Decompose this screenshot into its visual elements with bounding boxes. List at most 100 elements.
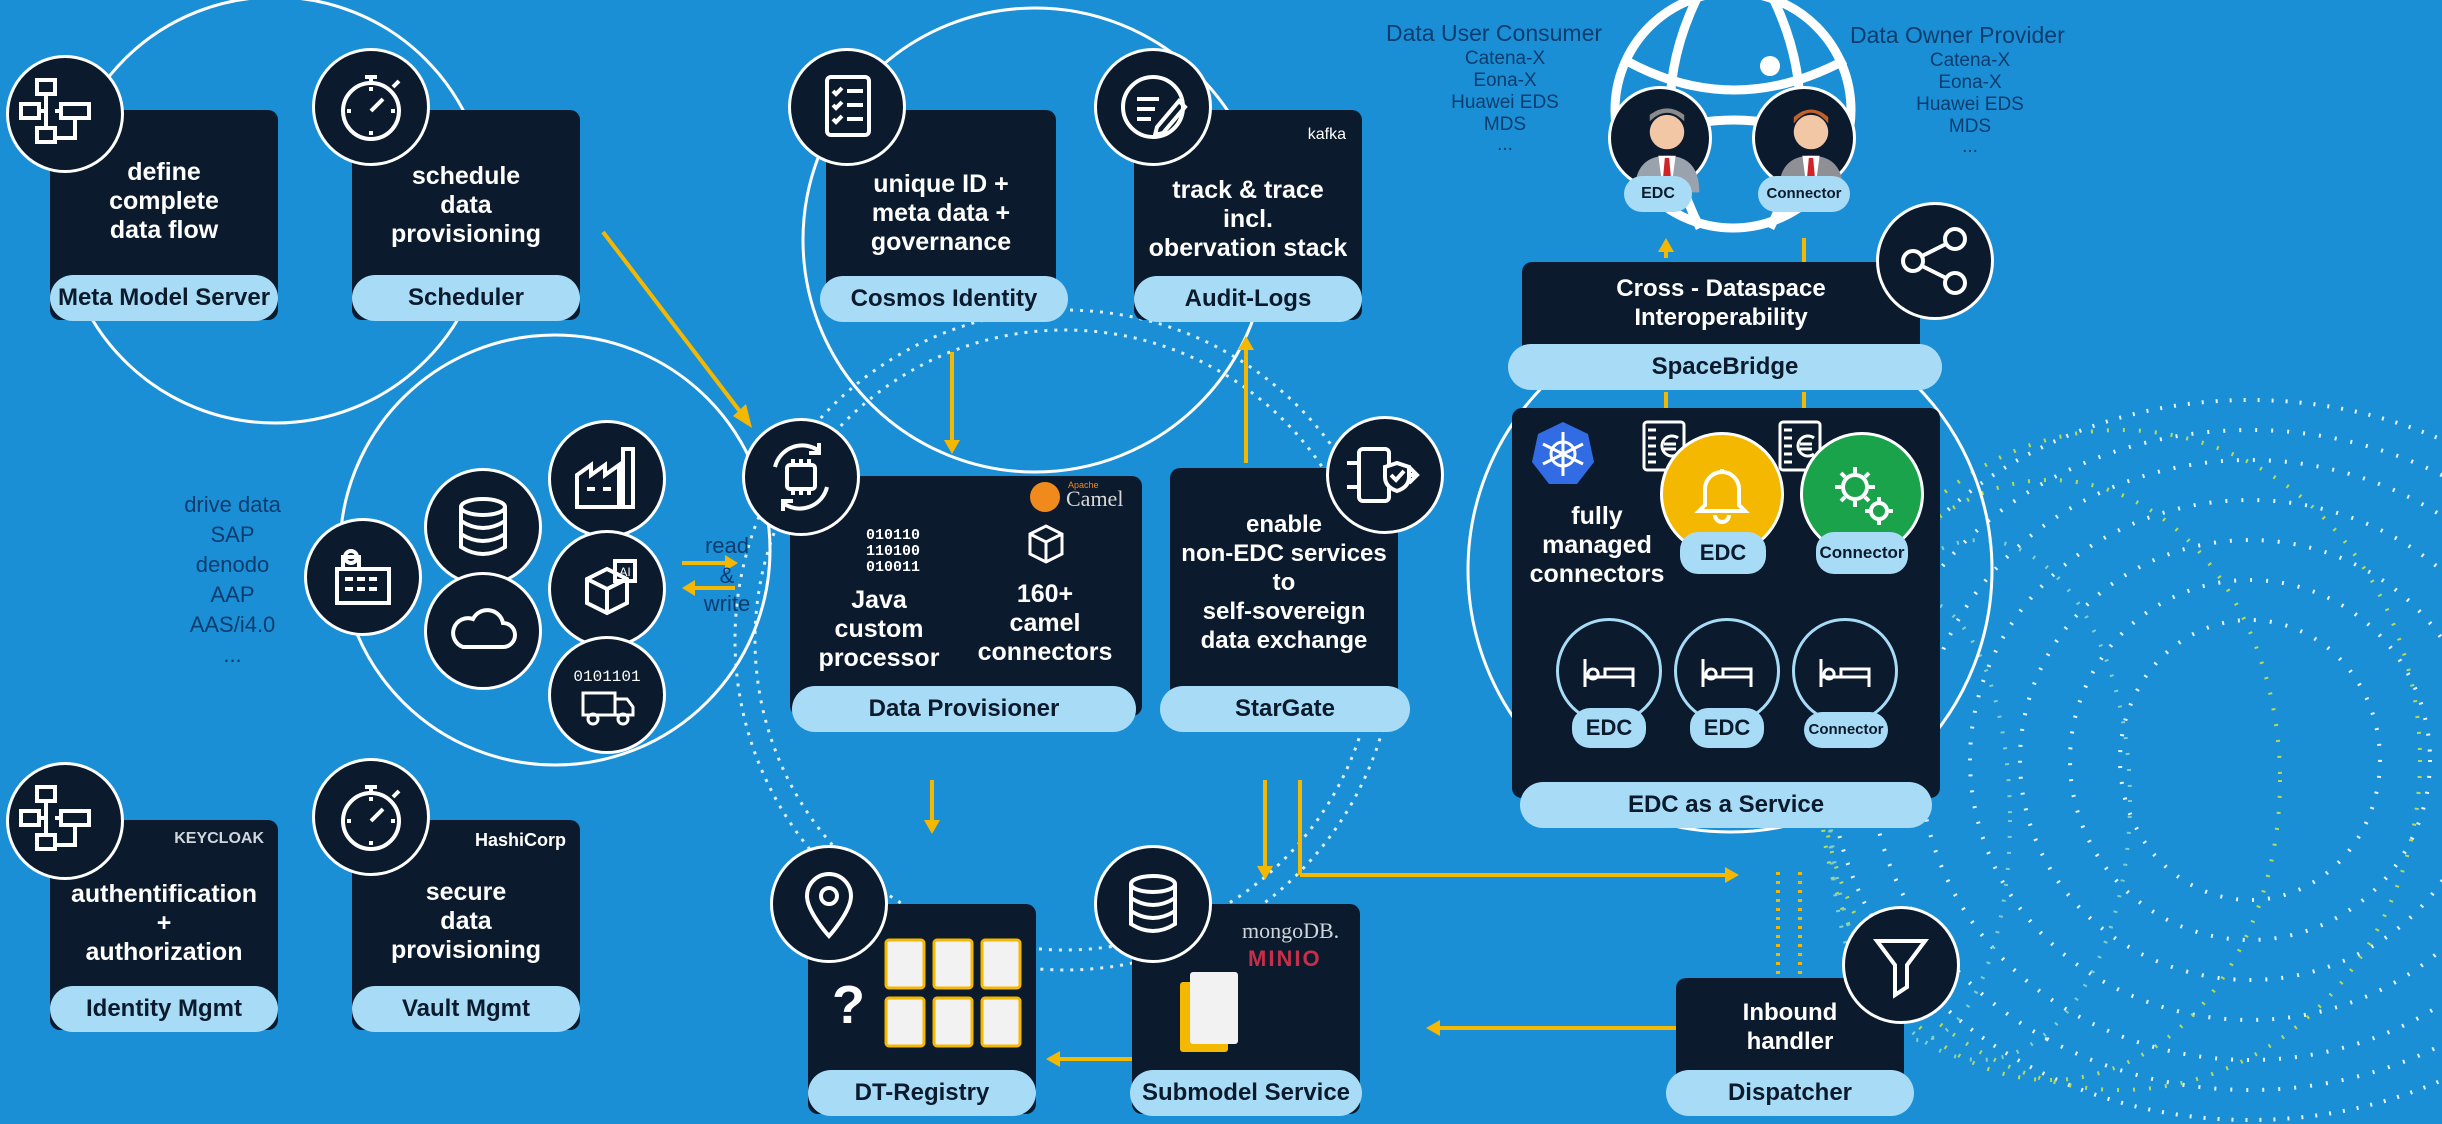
cosmos-text-1: unique ID + [873, 170, 1009, 198]
and-label: & [719, 563, 735, 588]
building-icon [304, 518, 422, 636]
mongodb-logo: mongoDB. [1242, 918, 1340, 943]
dt-registry-label[interactable]: DT-Registry [808, 1070, 1036, 1116]
share-icon [1876, 202, 1994, 320]
documents-stack-icon [1180, 972, 1238, 1052]
identity-text-2: + [156, 909, 172, 937]
owner-item-5: ... [1962, 136, 1978, 157]
flowchart-icon-2 [6, 762, 124, 880]
edit-note-icon [1094, 48, 1212, 166]
stargate-text-2: non-EDC services [1181, 540, 1387, 567]
scheduler-text-2: data [440, 191, 492, 219]
identity-text-3: authorization [85, 938, 243, 966]
spacebridge-text-2: Interoperability [1634, 304, 1808, 331]
vault-text-1: secure [425, 878, 507, 906]
drive-more: ... [223, 642, 242, 667]
java-text-2: custom [834, 615, 924, 643]
question-mark: ? [832, 975, 865, 1035]
dispatcher-label[interactable]: Dispatcher [1666, 1070, 1914, 1116]
stopwatch-icon-2 [312, 758, 430, 876]
consumer-item-5: ... [1497, 134, 1513, 155]
connector-badge-main: Connector [1816, 532, 1908, 574]
svg-text:AI: AI [619, 565, 630, 579]
provider-person-icon [1752, 86, 1856, 193]
stargate-text-4: self-sovereign [1202, 598, 1366, 625]
fully-managed-text-1: fully [1571, 502, 1623, 530]
database-icon [424, 468, 542, 586]
owner-item-1: Catena-X [1929, 50, 2011, 71]
drive-sap: SAP [210, 522, 255, 547]
edc-as-a-service-label[interactable]: EDC as a Service [1520, 782, 1932, 828]
stargate-text-5: data exchange [1200, 627, 1368, 654]
meta-model-text-3: data flow [109, 216, 219, 244]
dotted-globe [1818, 398, 2442, 1122]
bed-node-1 [1556, 618, 1662, 724]
drive-aap: AAP [210, 582, 255, 607]
stargate-label[interactable]: StarGate [1160, 686, 1410, 732]
consumer-item-1: Catena-X [1464, 48, 1546, 69]
dispatcher-text-1: Inbound [1742, 999, 1838, 1026]
read-label: read [704, 533, 750, 558]
camel-text-2: camel [1009, 609, 1081, 637]
kafka-logo: kafka [1307, 126, 1346, 143]
drive-aas: AAS/i4.0 [189, 612, 276, 637]
vault-mgmt-label[interactable]: Vault Mgmt [352, 986, 580, 1032]
owner-item-3: Huawei EDS [1916, 94, 2024, 115]
document-grid-icon [884, 938, 1022, 1048]
consumer-item-3: Huawei EDS [1451, 92, 1559, 113]
stargate-text-3: to [1272, 569, 1296, 596]
euro-contract-icon-2 [1776, 418, 1824, 474]
audit-text-3: obervation stack [1148, 234, 1348, 262]
camel-text-1: 160+ [1016, 580, 1074, 608]
stopwatch-icon [312, 48, 430, 166]
bed-node-3 [1792, 618, 1898, 724]
camel-text-3: connectors [977, 638, 1113, 666]
data-provisioner-label[interactable]: Data Provisioner [792, 686, 1136, 732]
audit-text-2: incl. [1222, 205, 1273, 233]
shield-network-icon [1326, 416, 1444, 534]
cloud-icon [424, 572, 542, 690]
cosmos-identity-label[interactable]: Cosmos Identity [820, 276, 1068, 322]
drive-data-label: drive data [184, 492, 281, 517]
bed-node-2 [1674, 618, 1780, 724]
edc-badge-3: EDC [1690, 708, 1764, 748]
binary-text-2: 110100 [866, 543, 921, 560]
identity-mgmt-label[interactable]: Identity Mgmt [50, 986, 278, 1032]
java-text-3: processor [818, 644, 940, 672]
filter-icon [1842, 906, 1960, 1024]
fully-managed-text-3: connectors [1529, 560, 1665, 588]
cosmos-text-3: governance [870, 228, 1012, 256]
database-icon-2 [1094, 845, 1212, 963]
edc-badge-main: EDC [1680, 532, 1766, 574]
audit-text-1: track & trace [1172, 176, 1324, 204]
factory-icon [548, 420, 666, 538]
data-user-consumer-title: Data User Consumer [1386, 20, 1603, 46]
connector-badge-3: Connector [1804, 712, 1888, 748]
cosmos-text-2: meta data + [871, 199, 1011, 227]
consumer-edc-badge: EDC [1624, 176, 1692, 212]
kubernetes-icon [1530, 420, 1596, 486]
location-pin-icon [770, 845, 888, 963]
binary-text-1: 010110 [866, 527, 921, 544]
flow-arrows [601, 230, 1812, 1067]
drive-denodo: denodo [195, 552, 270, 577]
meta-model-server-label[interactable]: Meta Model Server [50, 275, 278, 321]
consumer-person-icon [1608, 86, 1712, 193]
consumer-item-4: MDS [1483, 114, 1527, 135]
submodel-service-label[interactable]: Submodel Service [1130, 1070, 1362, 1116]
data-truck-icon: 0101101 [548, 636, 666, 754]
scheduler-label[interactable]: Scheduler [352, 275, 580, 321]
audit-logs-label[interactable]: Audit-Logs [1134, 276, 1362, 322]
consumer-item-2: Eona-X [1473, 70, 1537, 91]
binary-text-3: 010011 [866, 559, 921, 576]
owner-item-4: MDS [1948, 116, 1992, 137]
spacebridge-label[interactable]: SpaceBridge [1508, 344, 1942, 390]
data-owner-provider-title: Data Owner Provider [1850, 22, 2065, 48]
meta-model-text-2: complete [109, 187, 219, 215]
scheduler-text-3: provisioning [391, 220, 541, 248]
svg-text:0101101: 0101101 [573, 668, 640, 686]
identity-text-1: authentification [70, 880, 258, 908]
data-provisioner-card: 010110 110100 010011 Java custom process… [790, 476, 1142, 716]
apache-small-text: Apache [1068, 480, 1099, 490]
